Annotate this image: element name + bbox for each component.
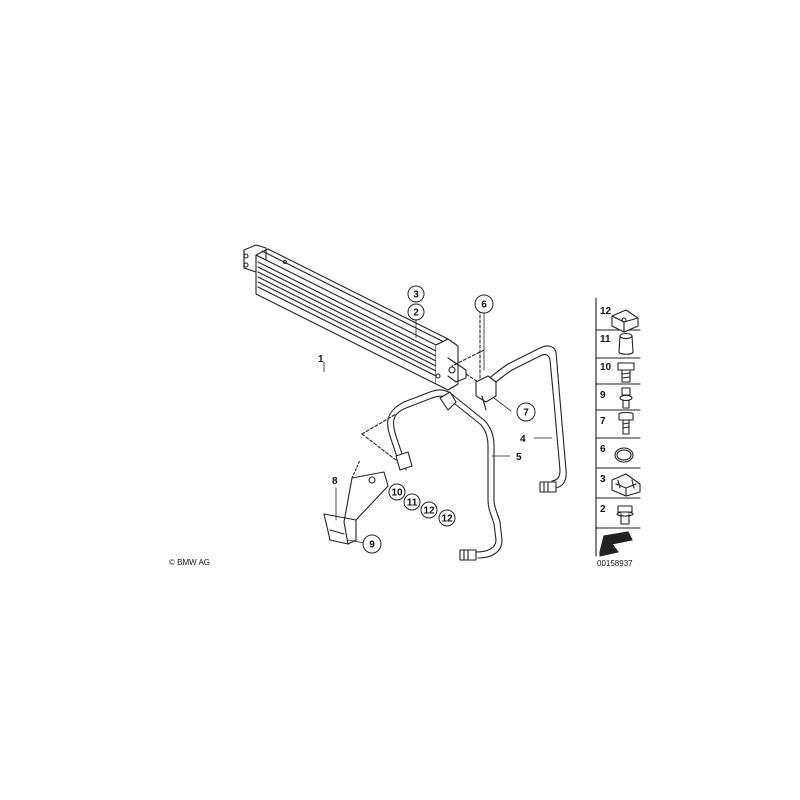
legend-num-9: 9 (600, 390, 606, 401)
label-7: 7 (523, 408, 529, 419)
legend-panel (595, 297, 641, 557)
screw-icon (618, 411, 634, 435)
legend-num-2: 2 (600, 504, 606, 515)
callout-3 (407, 285, 425, 303)
legend-num-10: 10 (600, 362, 612, 373)
label-11: 11 (407, 498, 418, 509)
callout-11 (403, 493, 421, 511)
callout-2 (407, 303, 425, 321)
label-12a: 12 (423, 506, 435, 517)
label-8: 8 (332, 476, 338, 487)
callout-12a (420, 501, 438, 519)
legend-num-6: 6 (600, 444, 606, 455)
callout-10 (388, 483, 406, 501)
label-3: 3 (413, 290, 419, 301)
callout-7 (516, 402, 536, 422)
legend-num-11: 11 (600, 334, 611, 345)
legend-num-12: 12 (600, 306, 612, 317)
callout-6 (474, 294, 494, 314)
copyright: © BMW AG (169, 558, 210, 567)
bolt-icon (617, 362, 635, 383)
oil-line-5 (361, 389, 503, 561)
label-2: 2 (413, 308, 419, 319)
label-1: 1 (318, 354, 324, 365)
bracket-8 (323, 459, 389, 545)
label-6: 6 (481, 300, 487, 311)
bushing-icon (618, 332, 634, 355)
seal-ring-icon (614, 447, 634, 463)
clip-icon (611, 473, 641, 497)
callout-12b (438, 509, 456, 527)
image-number: 00158937 (597, 559, 633, 568)
label-5: 5 (516, 452, 522, 463)
legend-num-7: 7 (600, 416, 606, 427)
bolt-icon (616, 505, 634, 525)
oil-cooler (243, 244, 485, 391)
legend-num-3: 3 (600, 474, 606, 485)
label-9: 9 (369, 540, 375, 551)
label-10: 10 (391, 488, 403, 499)
callout-9 (362, 534, 382, 554)
clip-icon (611, 309, 639, 333)
oil-line-4 (475, 345, 567, 493)
nut-icon (619, 387, 633, 409)
label-4: 4 (520, 434, 526, 445)
label-12b: 12 (441, 514, 453, 525)
arrow-icon (599, 531, 633, 557)
